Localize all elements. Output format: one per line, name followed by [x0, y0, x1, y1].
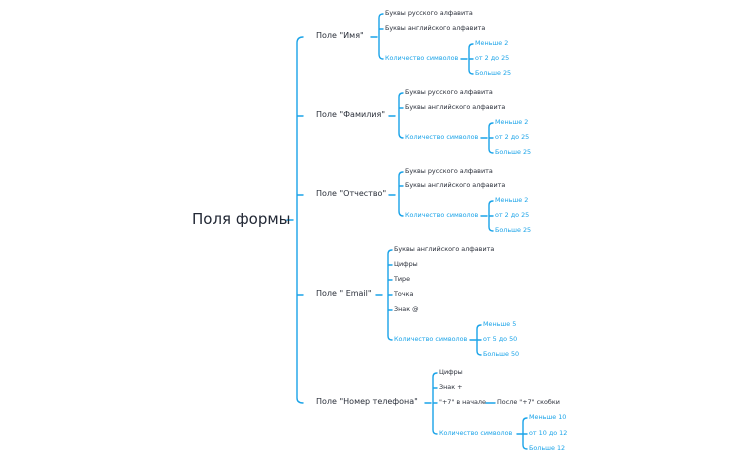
- field-patronymic-count-option: Больше 25: [495, 226, 532, 234]
- field-email-node: Поле " Email": [316, 289, 372, 298]
- field-phone-item: Знак +: [439, 383, 463, 391]
- field-phone-count-option: Меньше 10: [529, 413, 567, 421]
- field-email-count-node: Количество символов: [394, 335, 468, 343]
- field-patronymic-count-option: от 2 до 25: [495, 211, 530, 219]
- field-email-item: Знак @: [394, 305, 419, 313]
- field-email-item: Тире: [394, 275, 411, 283]
- field-surname-item: Буквы английского алфавита: [405, 103, 506, 111]
- field-phone-count-option: от 10 до 12: [529, 429, 568, 437]
- field-email-count-option: Больше 50: [483, 350, 520, 358]
- field-name-item: Буквы русского алфавита: [385, 9, 473, 17]
- field-phone-count-option: Больше 12: [529, 444, 566, 452]
- field-surname-node: Поле "Фамилия": [316, 110, 385, 119]
- field-patronymic-node: Поле "Отчество": [316, 189, 387, 198]
- field-surname-count-option: от 2 до 25: [495, 133, 530, 141]
- field-phone-prefix-child: После "+7" скобки: [497, 398, 560, 406]
- field-surname-count-option: Меньше 2: [495, 118, 529, 126]
- field-patronymic-item: Буквы русского алфавита: [405, 167, 493, 175]
- field-phone-prefix-node: "+7" в начале: [439, 398, 486, 406]
- field-patronymic-item: Буквы английского алфавита: [405, 181, 506, 189]
- field-phone-item: Цифры: [439, 368, 463, 376]
- field-email-item: Цифры: [394, 260, 418, 268]
- field-patronymic-count-option: Меньше 2: [495, 196, 529, 204]
- field-surname-item: Буквы русского алфавита: [405, 88, 493, 96]
- field-patronymic-count-node: Количество символов: [405, 211, 479, 219]
- field-phone-node: Поле "Номер телефона": [316, 397, 418, 406]
- field-surname-count-node: Количество символов: [405, 133, 479, 141]
- root-topic: Поля формы: [192, 210, 291, 228]
- field-email-count-option: от 5 до 50: [483, 335, 518, 343]
- field-name-node: Поле "Имя": [316, 31, 364, 40]
- field-surname-count-option: Больше 25: [495, 148, 532, 156]
- field-name-count-option: от 2 до 25: [475, 54, 510, 62]
- field-name-item: Буквы английского алфавита: [385, 24, 486, 32]
- field-name-count-node: Количество символов: [385, 54, 459, 62]
- field-email-item: Точка: [394, 290, 414, 298]
- field-name-count-option: Больше 25: [475, 69, 512, 77]
- field-email-count-option: Меньше 5: [483, 320, 517, 328]
- field-email-item: Буквы английского алфавита: [394, 245, 495, 253]
- field-phone-count-node: Количество символов: [439, 429, 513, 437]
- field-name-count-option: Меньше 2: [475, 39, 509, 47]
